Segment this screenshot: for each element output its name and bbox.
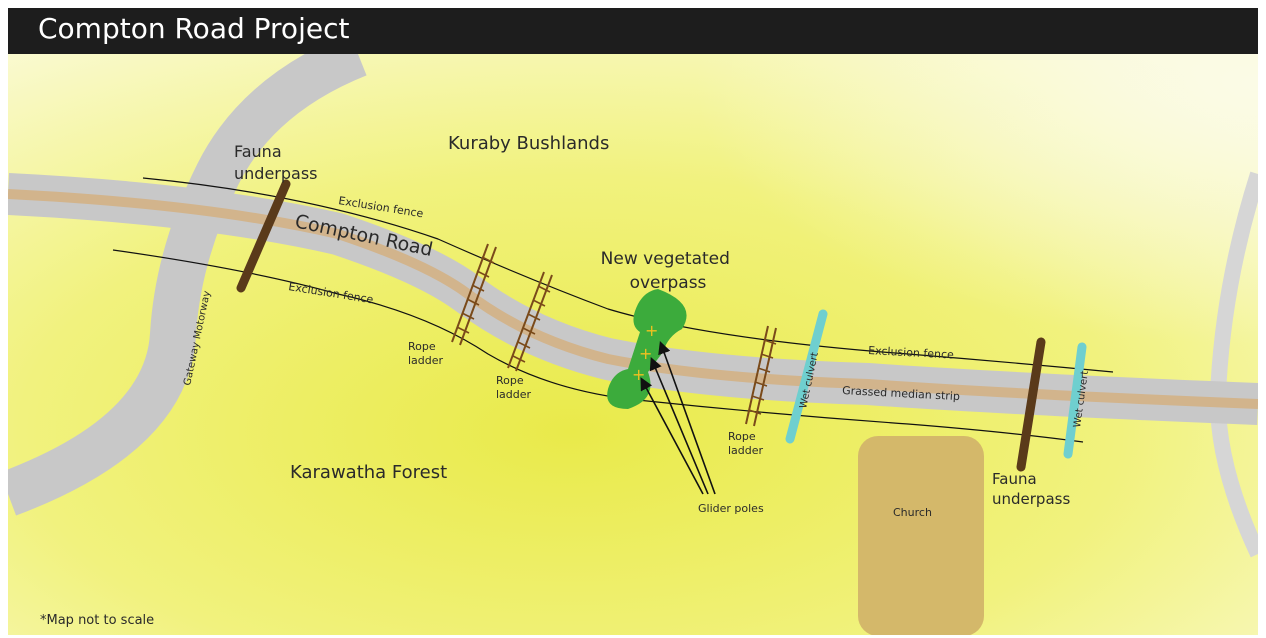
fauna-underpass-east — [1016, 337, 1046, 472]
overpass-label: New vegetated overpass — [601, 249, 736, 293]
title-bar: Compton Road Project — [8, 8, 1258, 54]
rope-ladder-label-1: Rope ladder — [408, 340, 444, 367]
fauna-underpass-west-label: Fauna underpass — [234, 142, 318, 183]
median-strip-label: Grassed median strip — [842, 384, 960, 403]
rope-ladder-3 — [745, 325, 777, 427]
glider-pole-2: + — [639, 344, 652, 363]
map-canvas[interactable]: + + + Fauna underpass Kuraby Bushlands E… — [8, 54, 1258, 635]
karawatha-forest-label: Karawatha Forest — [290, 462, 447, 483]
exclusion-fence-south — [112, 249, 1084, 443]
rope-ladder-2 — [507, 271, 553, 372]
gateway-motorway — [8, 54, 367, 516]
page-title: Compton Road Project — [38, 12, 350, 45]
glider-pole-1: + — [645, 321, 658, 340]
scale-note: *Map not to scale — [40, 613, 154, 628]
exclusion-fence-north — [142, 177, 1114, 373]
map-svg: + + + Fauna underpass Kuraby Bushlands E… — [8, 54, 1258, 635]
wet-culvert-west — [785, 309, 828, 444]
fauna-underpass-east-label: Fauna underpass — [992, 470, 1070, 508]
wet-culvert-east — [1063, 342, 1087, 459]
glider-poles-arrows — [640, 340, 716, 495]
rope-ladder-label-2: Rope ladder — [496, 374, 532, 401]
kuraby-bushlands-label: Kuraby Bushlands — [448, 133, 609, 154]
church-building — [858, 436, 984, 635]
fauna-underpass-west — [236, 179, 291, 293]
church-label: Church — [893, 506, 932, 519]
rope-ladder-1 — [451, 243, 497, 346]
glider-poles-label: Glider poles — [698, 502, 764, 515]
exclusion-fence-label-3: Exclusion fence — [868, 344, 955, 361]
rope-ladder-label-3: Rope ladder — [728, 430, 764, 457]
